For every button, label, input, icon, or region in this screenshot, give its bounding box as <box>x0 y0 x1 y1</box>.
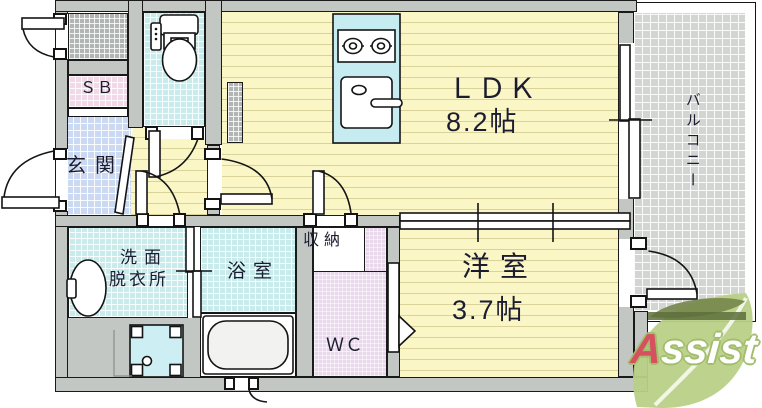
label-yokushitsu: 浴室 <box>227 261 280 282</box>
assist-logo-initial: A <box>629 325 663 372</box>
room-wc-floor-upper <box>364 227 387 273</box>
opening-senmen-door <box>149 216 174 226</box>
assist-logo-text: Assist <box>622 325 762 373</box>
refrigerator-space-block <box>227 82 243 143</box>
jamb <box>145 126 158 140</box>
label-balcony: バルコニー <box>683 92 701 192</box>
wall-bath-right <box>296 227 313 377</box>
jamb <box>248 377 259 390</box>
opening-balcony-window <box>619 43 634 199</box>
room-yoshitsu-floor <box>400 228 618 377</box>
jamb <box>53 148 67 160</box>
opening-ldk-door <box>208 159 220 199</box>
room-wc-floor-lower <box>313 271 387 377</box>
entrance-door-swing <box>1 150 60 209</box>
pipe-space-block <box>68 13 128 60</box>
jamb <box>630 237 647 250</box>
wall-wc-yoshitsu <box>387 227 400 377</box>
wall-toilet-left <box>128 0 143 128</box>
jamb <box>303 213 317 227</box>
assist-logo-rest: ssist <box>659 325 759 372</box>
jamb <box>191 126 204 140</box>
bathtub-area <box>200 313 296 377</box>
wall-bottom <box>55 377 648 392</box>
jamb <box>630 295 647 308</box>
room-yokushitsu-floor <box>200 227 296 313</box>
jamb <box>53 48 67 60</box>
room-ldk-floor <box>222 12 618 215</box>
room-toilet-floor <box>143 12 205 127</box>
senmen-service-area <box>68 318 200 377</box>
opening-entrance-door <box>56 149 68 211</box>
label-ldk-size: 8.2帖 <box>446 107 519 137</box>
label-senmen-line1: 洗面 <box>120 248 168 267</box>
label-ldk: ＬＤＫ <box>448 73 539 104</box>
label-sb: ＳＢ <box>80 80 115 97</box>
jamb <box>204 198 221 210</box>
label-yoshitsu-size: 3.7帖 <box>452 295 525 325</box>
jamb <box>53 13 67 25</box>
wall-sb-top <box>68 60 128 75</box>
label-wc: ＷＣ <box>326 335 364 355</box>
opening-bath-service <box>234 378 249 390</box>
hallway-floor <box>121 127 207 215</box>
jamb <box>53 200 67 212</box>
sb-door-panel <box>68 108 128 117</box>
label-yoshitsu: 洋室 <box>462 251 539 282</box>
jamb <box>224 377 235 390</box>
opening-balcony-door <box>619 239 634 307</box>
jamb <box>173 213 186 227</box>
opening-shuno-door <box>307 216 345 226</box>
label-senmen-line2: 脱衣所 <box>109 270 169 289</box>
jamb <box>204 148 221 160</box>
wall-top <box>55 0 637 12</box>
wall-toilet-right <box>205 0 222 145</box>
label-genkan: 玄関 <box>66 155 124 177</box>
room-sb-floor <box>68 75 128 108</box>
jamb <box>136 213 149 227</box>
jamb <box>344 213 358 227</box>
label-shuno: 収納 <box>303 232 346 249</box>
